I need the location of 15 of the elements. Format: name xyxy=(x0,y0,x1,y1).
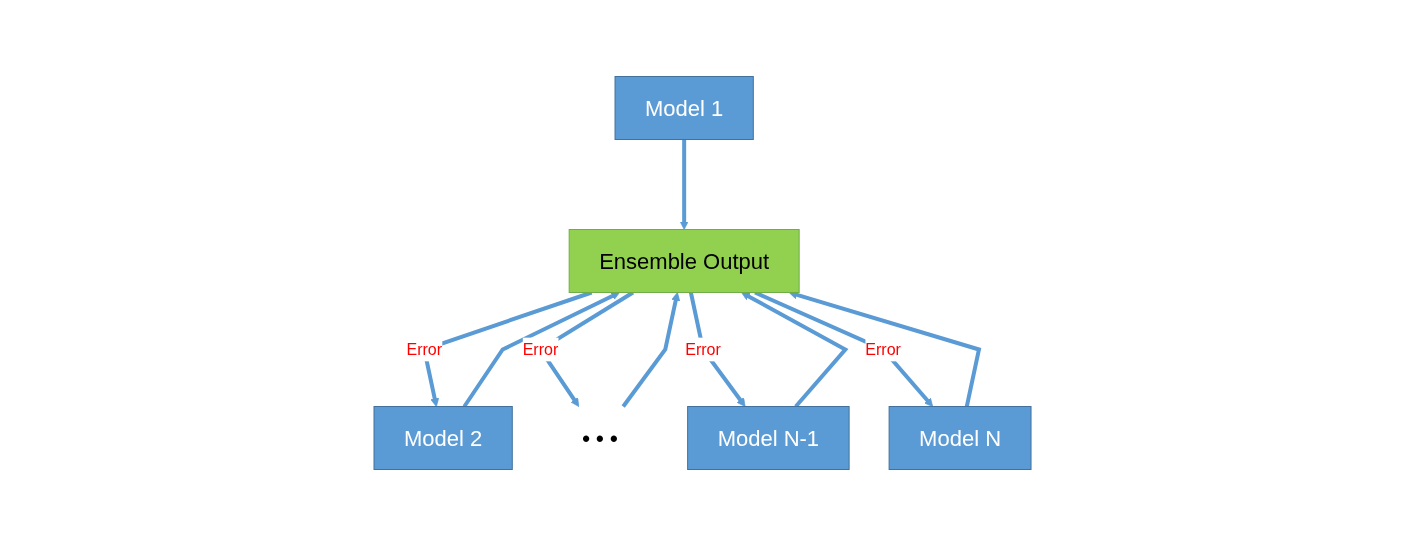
edge-label: Error xyxy=(406,340,443,358)
arrow xyxy=(741,292,849,408)
edge-label: Error xyxy=(523,340,559,358)
node-text: • • • xyxy=(582,425,619,451)
node-box: Model 2 xyxy=(374,406,514,470)
edge-label: Error xyxy=(685,340,722,358)
node-box: Model 1 xyxy=(615,76,755,140)
arrow xyxy=(680,139,690,230)
arrow xyxy=(463,292,621,408)
arrow xyxy=(789,290,982,407)
node-box: Ensemble Output xyxy=(569,229,801,293)
node-box: Model N-1 xyxy=(687,406,851,470)
arrow xyxy=(622,292,681,408)
edge-label: Error xyxy=(865,340,902,358)
node-box: Model N xyxy=(889,406,1032,470)
